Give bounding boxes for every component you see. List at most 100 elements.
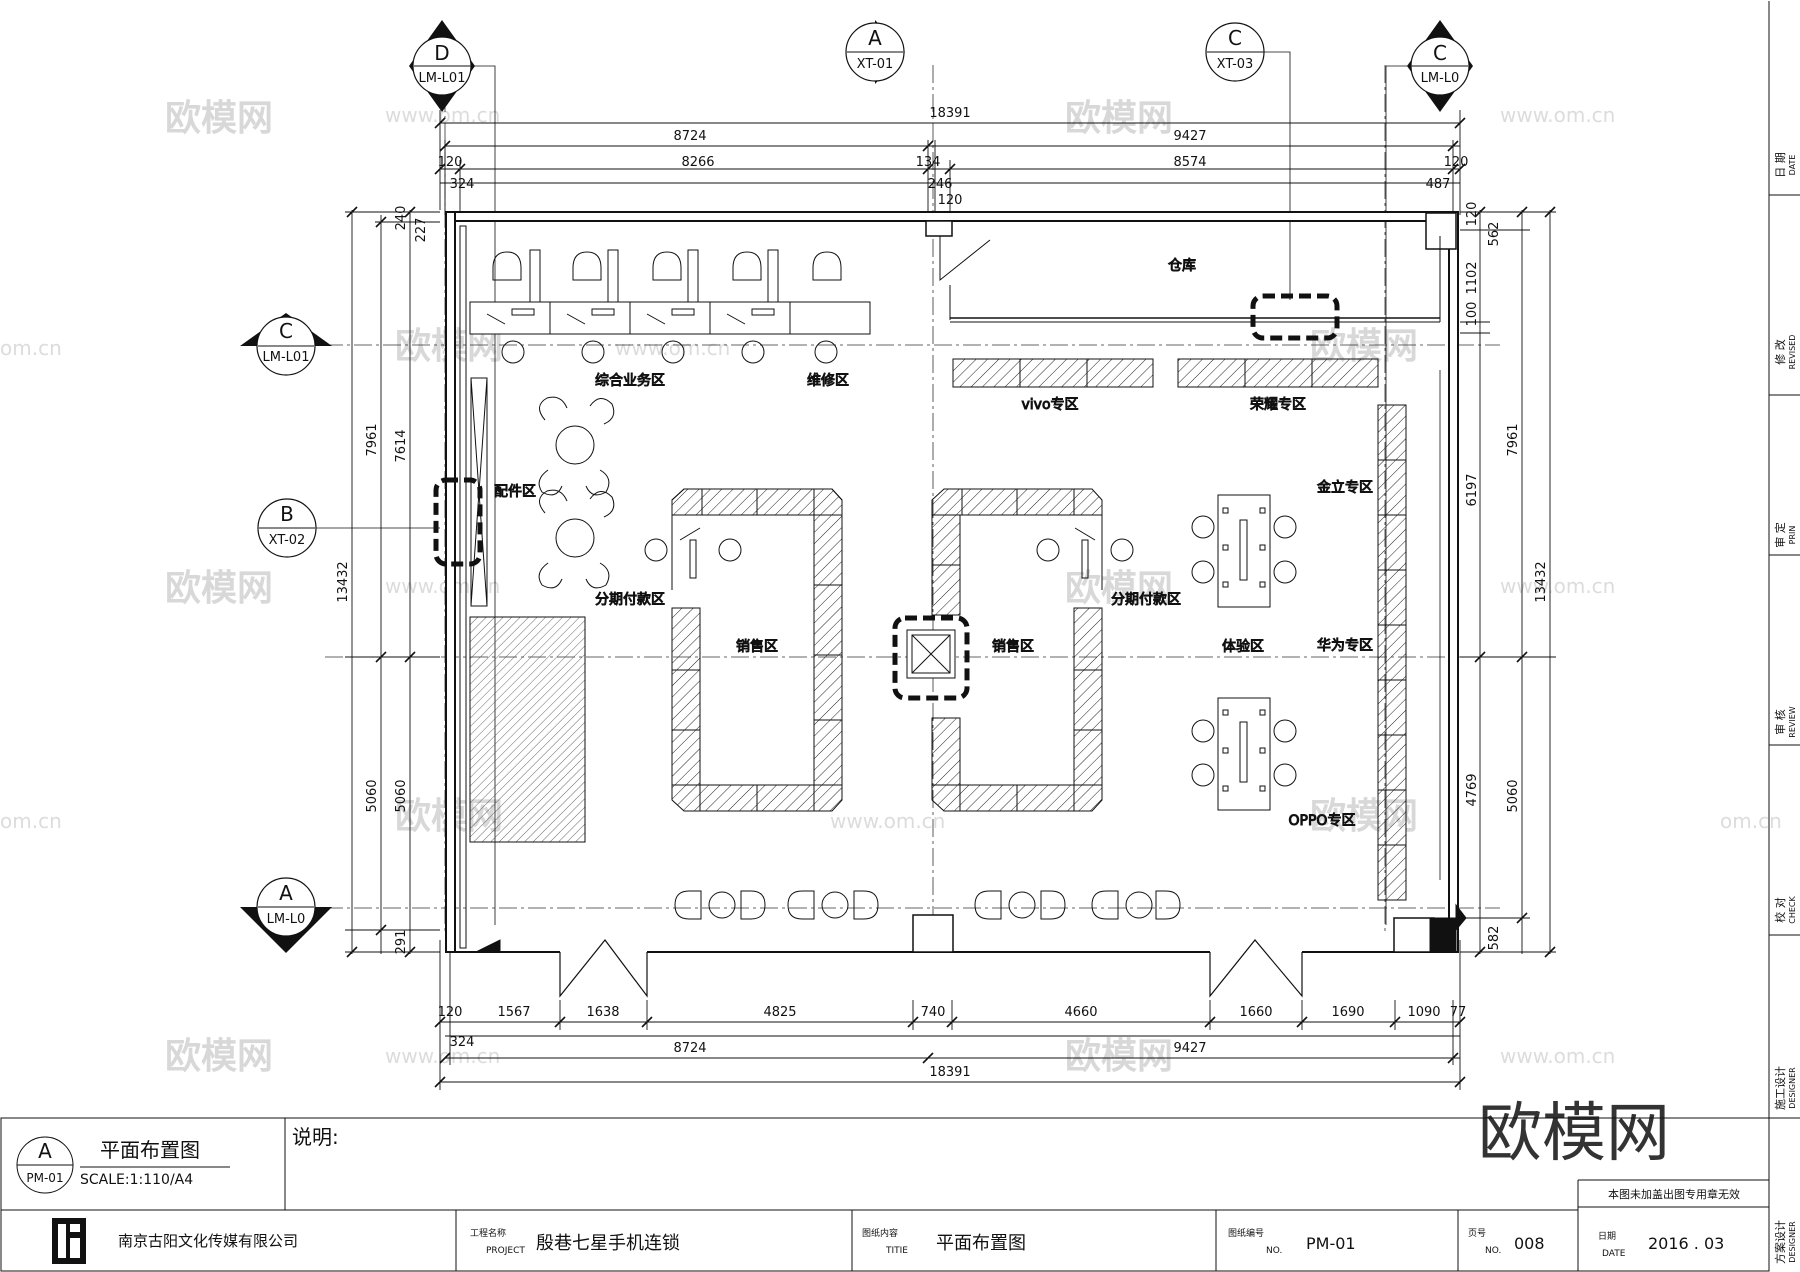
zone-repair: 维修区 <box>807 373 849 389</box>
svg-text:DESIGNER: DESIGNER <box>1788 1221 1797 1263</box>
svg-text:审 核: 审 核 <box>1773 709 1787 735</box>
dim-right-5060: 5060 <box>1506 779 1521 812</box>
svg-text:DATE: DATE <box>1602 1249 1626 1259</box>
marker-left-c: C LM-L01 <box>240 313 332 376</box>
zone-service: 综合业务区 <box>595 373 665 389</box>
svg-text:C: C <box>279 319 293 343</box>
dim-top-8574: 8574 <box>1173 155 1206 170</box>
dim-left-5060b: 5060 <box>394 779 409 812</box>
desk-devices <box>486 308 775 325</box>
dim-bot-1567: 1567 <box>497 1005 530 1020</box>
bottom-seating <box>674 890 1181 920</box>
title-block-texts: A PM-01 平面布置图 SCALE:1:110/A4 说明: 南京古阳文化传… <box>26 1125 1740 1264</box>
dim-bot-4825: 4825 <box>763 1005 796 1020</box>
watermark-url: www.om.cn <box>385 1044 500 1068</box>
dim-right-582: 582 <box>1487 926 1502 951</box>
watermark-url: www.om.cn <box>615 336 730 360</box>
stamp-note: 本图未加盖出图专用章无效 <box>1608 1187 1740 1201</box>
watermark-url: om.cn <box>1720 809 1782 833</box>
workstations: 综合业务区 维修区 <box>469 249 871 390</box>
round-table-1 <box>538 396 615 496</box>
zone-gionee: 金立专区 <box>1317 480 1373 496</box>
dim-right-7961: 7961 <box>1506 423 1521 456</box>
dim-right-120: 120 <box>1465 202 1480 227</box>
page-number: 008 <box>1514 1234 1545 1253</box>
zone-installment-left: 分期付款区 <box>595 592 665 608</box>
svg-text:A: A <box>279 881 293 905</box>
installment-desk-right <box>1036 515 1134 590</box>
center-column <box>906 629 956 679</box>
marker-left-a: A LM-L0 <box>240 877 332 953</box>
svg-text:修 改: 修 改 <box>1773 339 1787 365</box>
dim-right-4769: 4769 <box>1465 773 1480 806</box>
svg-text:LM-L0: LM-L0 <box>267 912 306 927</box>
svg-text:A: A <box>868 26 882 50</box>
svg-text:CHECK: CHECK <box>1788 896 1797 924</box>
dim-bot-1638: 1638 <box>586 1005 619 1020</box>
chair-row <box>492 251 842 281</box>
watermark-brand: 欧模网 <box>1065 1036 1173 1077</box>
svg-text:LM-L01: LM-L01 <box>419 71 466 86</box>
dim-left-5060a: 5060 <box>365 779 380 812</box>
dim-bot-77: 77 <box>1450 1005 1467 1020</box>
section-markers: D LM-L01 A XT-01 C XT-03 C LM-L0 <box>240 20 1473 953</box>
company-logo-icon <box>52 1218 86 1264</box>
company-name: 南京古阳文化传媒有限公司 <box>118 1232 298 1250</box>
watermark-brand: 欧模网 <box>165 568 273 609</box>
svg-text:NO.: NO. <box>1485 1246 1501 1256</box>
marker-top-c1: C XT-03 <box>1205 22 1291 300</box>
accessories-area: 配件区 <box>469 377 615 843</box>
zone-oppo: OPPO专区 <box>1289 813 1356 829</box>
watermark-url: www.om.cn <box>1500 574 1615 598</box>
svg-text:页号: 页号 <box>1468 1228 1486 1239</box>
warehouse-area: 仓库 <box>939 236 1441 323</box>
side-strip-texts: 日 期 DATE 修 改 REVISED 审 定 PRIN 审 核 REVIEW… <box>1773 152 1797 1264</box>
notes-label: 说明: <box>292 1125 339 1149</box>
dimension-texts-vertical: 13432 7961 7614 5060 5060 240 227 291 13… <box>336 202 1549 955</box>
marker-top-c2: C LM-L0 <box>1385 20 1473 925</box>
svg-text:XT-03: XT-03 <box>1217 57 1254 72</box>
highlight-boxes <box>433 293 1340 701</box>
svg-text:图纸编号: 图纸编号 <box>1228 1227 1264 1239</box>
experience-area: 体验区 <box>1191 494 1297 811</box>
zone-warehouse: 仓库 <box>1168 258 1196 274</box>
svg-text:图纸内容: 图纸内容 <box>862 1227 898 1239</box>
svg-text:PROJECT: PROJECT <box>486 1246 525 1256</box>
drawing-code: PM-01 <box>26 1171 63 1185</box>
zone-huawei: 华为专区 <box>1317 638 1373 654</box>
svg-text:施工设计: 施工设计 <box>1774 1066 1787 1110</box>
dim-top-120c: 120 <box>938 193 963 208</box>
svg-text:REVISED: REVISED <box>1788 335 1797 370</box>
dim-left-240: 240 <box>394 206 409 231</box>
svg-text:D: D <box>434 41 449 65</box>
dim-right-1102: 1102 <box>1465 261 1480 294</box>
sales-island-left: 分期付款区 销售区 <box>595 488 843 812</box>
svg-text:B: B <box>280 502 294 526</box>
zone-honor: 荣耀专区 <box>1250 397 1306 413</box>
dim-top-246: 246 <box>928 177 953 192</box>
svg-text:日 期: 日 期 <box>1774 152 1787 178</box>
dim-bot-120: 120 <box>438 1005 463 1020</box>
zone-experience: 体验区 <box>1222 639 1264 655</box>
dim-left-7614: 7614 <box>394 429 409 462</box>
svg-text:LM-L0: LM-L0 <box>1421 71 1460 86</box>
dim-top-total: 18391 <box>929 106 970 121</box>
dimension-lines <box>345 110 1556 1090</box>
walls <box>445 211 1467 953</box>
dim-bot-324: 324 <box>450 1035 475 1050</box>
svg-text:REVIEW: REVIEW <box>1788 706 1797 738</box>
drawing-date: 2016 . 03 <box>1648 1234 1724 1253</box>
zone-vivo: vivo专区 <box>1021 397 1078 413</box>
dim-right-100: 100 <box>1465 302 1480 327</box>
dim-bot-4660: 4660 <box>1064 1005 1097 1020</box>
zone-sales-right: 销售区 <box>992 639 1034 655</box>
drawing-title: 平面布置图 <box>100 1138 200 1162</box>
dim-top-8266: 8266 <box>681 155 714 170</box>
project-name: 殷巷七星手机连锁 <box>536 1233 680 1254</box>
drawing-letter: A <box>38 1139 52 1163</box>
sales-island-right: 分期付款区 销售区 <box>931 488 1182 812</box>
dim-bot-left: 8724 <box>673 1041 706 1056</box>
svg-text:审 定: 审 定 <box>1773 522 1787 548</box>
svg-text:XT-01: XT-01 <box>857 57 894 72</box>
